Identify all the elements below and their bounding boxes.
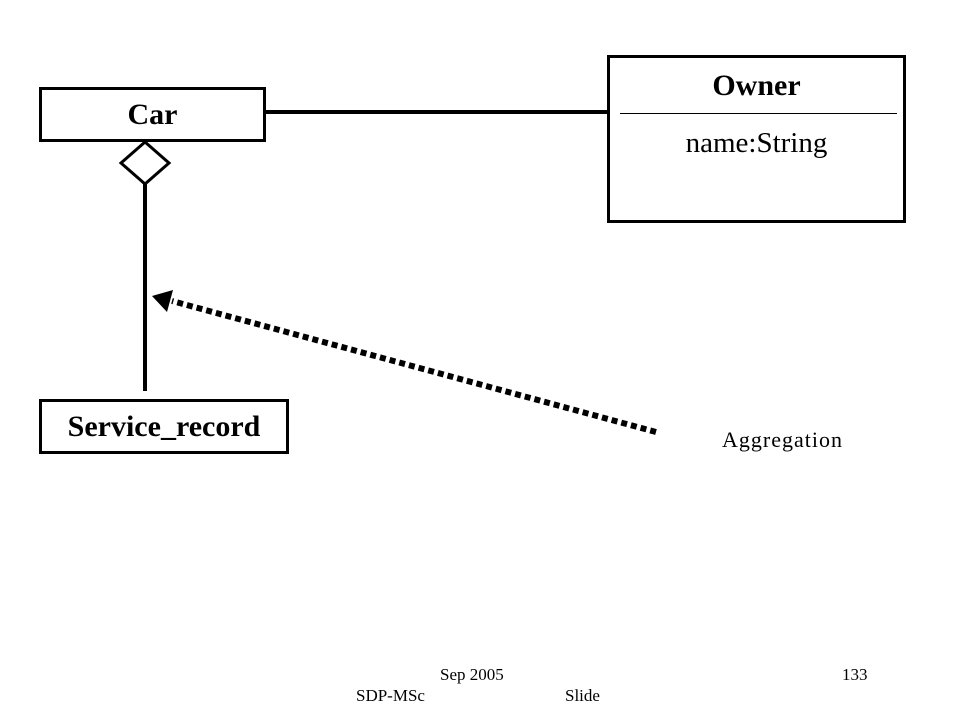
owner-compartment-divider <box>620 113 897 114</box>
service-record-class-box: Service_record <box>39 399 289 454</box>
owner-attribute: name:String <box>685 127 828 159</box>
owner-class-box: Owner name:String <box>607 55 906 223</box>
car-class-name: Car <box>127 98 178 131</box>
footer-org: SDP-MSc <box>356 686 425 705</box>
footer-page-number: 133 <box>842 665 868 684</box>
service-record-class-name: Service_record <box>67 410 261 443</box>
note-pointer-line <box>171 298 657 435</box>
note-pointer-arrowhead-icon <box>152 290 173 312</box>
owner-class-name: Owner <box>712 69 801 102</box>
footer-slide-label: Slide <box>565 686 600 705</box>
aggregation-note-label: Aggregation <box>722 427 843 452</box>
aggregation-diamond-icon <box>118 140 172 186</box>
footer-date: Sep 2005 <box>440 665 504 684</box>
car-class-box: Car <box>39 87 266 142</box>
